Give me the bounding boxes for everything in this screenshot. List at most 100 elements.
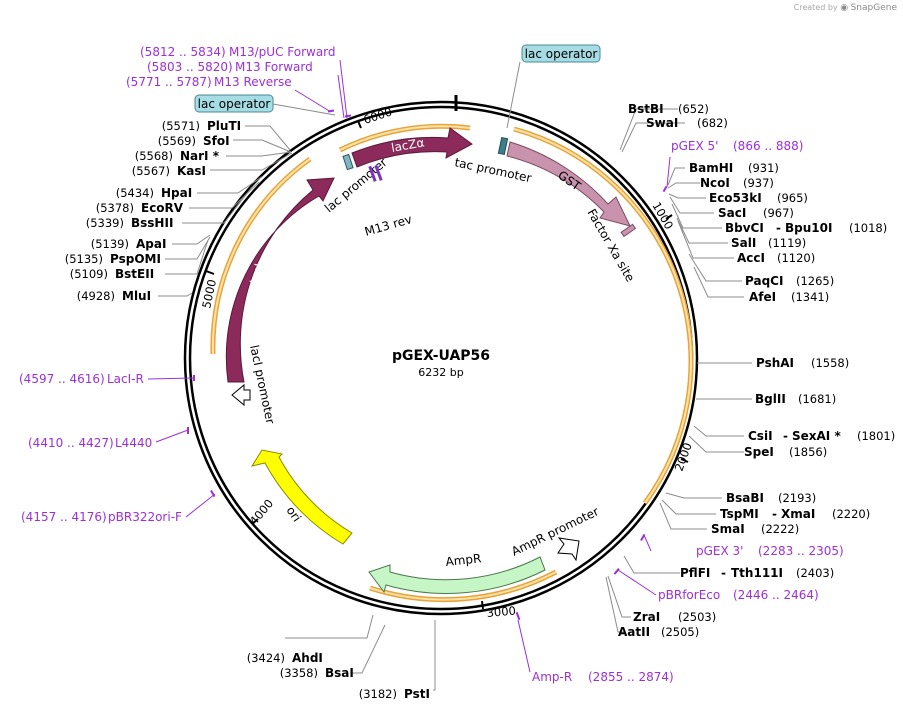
site-pos-mlui: (4928) xyxy=(77,289,115,303)
site-pos-tspmi: (2220) xyxy=(832,507,870,521)
site-name-bsshii: BssHII xyxy=(131,216,173,230)
primer-name-pbrforeco: pBRforEco xyxy=(658,588,720,602)
site-pos-eco53ki: (965) xyxy=(777,191,808,205)
primer-range-pbr322ori: (4157 .. 4176) xyxy=(21,510,107,524)
site-pos-csii: (1801) xyxy=(857,429,895,443)
primer-name-pgex3: pGEX 3' xyxy=(696,544,743,558)
site-name-bpu10i: Bpu10I xyxy=(785,221,832,235)
site-name-hpai: HpaI xyxy=(161,186,192,200)
site-pos-pshai: (1558) xyxy=(811,356,849,370)
site-name-pspomi: PspOMI xyxy=(110,252,161,266)
site-name-bamhi: BamHI xyxy=(689,161,733,175)
site-pos-bsai: (3358) xyxy=(280,666,318,680)
laci-label: lacI xyxy=(247,262,266,286)
site-pos-aatii: (2505) xyxy=(661,625,699,639)
primer-range-pgex3: (2283 .. 2305) xyxy=(758,544,844,558)
site-name-aatii: AatII xyxy=(618,625,650,639)
primer-name-m13puc: M13/pUC Forward xyxy=(229,45,336,59)
primer-range-m13rev: (5771 .. 5787) xyxy=(126,75,212,89)
site-name-paqci: PaqCI xyxy=(745,274,783,288)
m13-rev-marker[interactable] xyxy=(368,164,383,182)
ampr-arrow[interactable] xyxy=(368,556,546,594)
primer-name-amp-r: Amp-R xyxy=(532,670,572,684)
watermark-prefix: Created by xyxy=(793,3,838,12)
laci-promoter-arrow[interactable] xyxy=(231,383,251,407)
site-pos-bamhi: (931) xyxy=(748,161,779,175)
site-name-ncoi: NcoI xyxy=(700,176,730,190)
site-name-bbvci: BbvCI xyxy=(725,221,764,235)
site-pos-saci: (967) xyxy=(763,206,794,220)
site-labels-left: (5571) PluTI (5569) SfoI (5568) NarI * (… xyxy=(65,119,241,303)
site-pos-bsabi: (2193) xyxy=(778,491,816,505)
site-pos-pluti: (5571) xyxy=(162,119,200,133)
site-pos-sfoi: (5569) xyxy=(158,134,196,148)
site-pos-afei: (1341) xyxy=(791,290,829,304)
primer-name-pgex5: pGEX 5' xyxy=(671,139,718,153)
primer-range-pgex5: (866 .. 888) xyxy=(733,139,803,153)
site-pos-spei: (1856) xyxy=(789,445,827,459)
site-name-eco53ki: Eco53kI xyxy=(709,191,762,205)
ampr-promoter-arrow[interactable] xyxy=(557,537,580,562)
tick-label-3000: 3000 xyxy=(486,603,516,619)
primer-range-m13fwd: (5803 .. 5820) xyxy=(147,60,233,74)
site-pos-zrai: (2503) xyxy=(678,610,716,624)
site-name-saci: SacI xyxy=(718,206,746,220)
site-name-ahdi: AhdI xyxy=(292,651,323,665)
site-name-tth111i: Tth111I xyxy=(731,566,783,580)
lacza-label: lacZα xyxy=(390,135,425,155)
site-name-smai: SmaI xyxy=(711,522,745,536)
primer-marks xyxy=(187,109,668,621)
primer-range-m13puc: (5812 .. 5834) xyxy=(140,45,226,59)
primer-name-l4440: L4440 xyxy=(115,436,152,450)
site-sep-bbvci: - xyxy=(776,221,781,235)
site-pos-ecorv: (5378) xyxy=(96,201,134,215)
m13-rev-label: M13 rev xyxy=(363,212,414,239)
site-name-psti: PstI xyxy=(404,687,430,701)
site-name-acci: AccI xyxy=(737,251,765,265)
lac-operator-left[interactable]: lac operator xyxy=(194,94,274,113)
primer-name-m13fwd: M13 Forward xyxy=(235,60,313,74)
site-pos-apai: (5139) xyxy=(91,237,129,251)
site-name-pflfi: PflFI xyxy=(680,566,710,580)
lacza-arrow[interactable] xyxy=(351,127,473,168)
site-name-ecorv: EcoRV xyxy=(141,201,184,215)
laci-arrow[interactable] xyxy=(225,177,335,383)
factor-xa-marker[interactable] xyxy=(620,223,637,238)
lac-operator-top[interactable]: lac operator xyxy=(521,44,601,63)
site-pos-sali: (1119) xyxy=(768,236,806,250)
site-name-xmai: XmaI xyxy=(781,507,815,521)
site-pos-bbvci: (1018) xyxy=(849,221,887,235)
site-sep-pflfi: - xyxy=(721,566,726,580)
orf-bands xyxy=(210,123,694,603)
tick-label-4000: 4000 xyxy=(247,496,277,527)
site-name-mlui: MluI xyxy=(122,289,151,303)
plasmid-name: pGEX-UAP56 xyxy=(392,348,490,364)
primer-range-pbrforeco: (2446 .. 2464) xyxy=(733,588,819,602)
primer-range-amp-r: (2855 .. 2874) xyxy=(588,670,674,684)
site-name-swai: SwaI xyxy=(646,116,678,130)
site-pos-bstbi: (652) xyxy=(678,102,709,116)
snapgene-watermark: Created by ◉ SnapGene xyxy=(794,3,897,13)
leader-lines xyxy=(158,108,752,691)
site-name-apai: ApaI xyxy=(136,237,166,251)
primer-range-laci-r: (4597 .. 4616) xyxy=(19,372,105,386)
site-pos-ncoi: (937) xyxy=(743,176,774,190)
ampr-label: AmpR xyxy=(445,551,482,569)
site-name-bsai: BsaI xyxy=(325,666,354,680)
site-name-bsteii: BstEII xyxy=(115,267,154,281)
site-name-sali: SalI xyxy=(731,236,756,250)
site-pos-hpai: (5434) xyxy=(116,186,154,200)
tick-label-5000: 5000 xyxy=(199,278,219,310)
ori-arrow[interactable] xyxy=(250,449,353,545)
lac-operator-left-label: lac operator xyxy=(198,97,271,111)
site-name-tspmi: TspMI xyxy=(720,507,759,521)
tac-promoter-marker[interactable] xyxy=(497,136,509,156)
site-sep-csii: - xyxy=(783,429,788,443)
site-pos-acci: (1120) xyxy=(777,251,815,265)
site-name-pluti: PluTI xyxy=(207,119,241,133)
site-pos-smai: (2222) xyxy=(761,522,799,536)
lac-promoter-marker[interactable] xyxy=(342,153,354,171)
gst-arrow[interactable] xyxy=(506,141,631,227)
plasmid-length: 6232 bp xyxy=(418,366,463,379)
ampr-promoter-label: AmpR promoter xyxy=(509,504,601,558)
